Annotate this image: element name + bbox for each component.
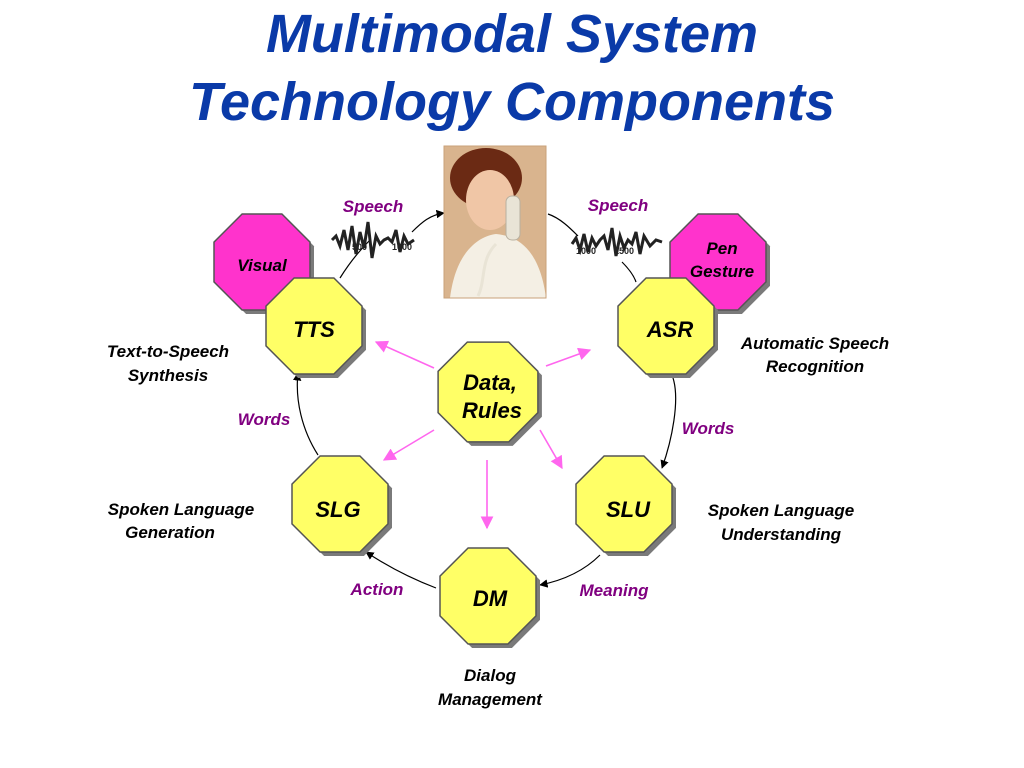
desc-dm-line1: Dialog <box>464 666 517 685</box>
arrow-dm-to-slg <box>365 551 437 589</box>
node-data-label-line1: Data, <box>463 370 517 395</box>
data-arrow-tts <box>374 340 435 369</box>
arrow-slg-to-tts <box>292 372 319 456</box>
arrow-tts-to-speech <box>339 239 371 279</box>
title-line-2: Technology Components <box>189 72 835 132</box>
node-asr-label: ASR <box>646 317 694 342</box>
arrow-speech-to-asr <box>621 261 637 283</box>
waveform-tick: 1000 <box>392 242 412 252</box>
node-slu-octagon <box>575 455 676 556</box>
desc-asr-line1: Automatic Speech <box>740 334 889 353</box>
flow-label-words-left: Words <box>238 410 291 429</box>
arrow-phone-to-speech <box>547 213 579 237</box>
title-line-1: Multimodal System <box>265 4 759 64</box>
desc-slg-line1: Spoken Language <box>108 500 254 519</box>
desc-slu-line2: Understanding <box>721 525 842 544</box>
flow-label-speech-right: Speech <box>588 196 648 215</box>
node-pen-label-line2: Gesture <box>690 262 754 281</box>
node-slu-label: SLU <box>606 497 651 522</box>
data-arrow-asr <box>545 347 592 367</box>
node-pen-label-line1: Pen <box>706 239 737 258</box>
desc-dm-line2: Management <box>438 690 543 709</box>
node-tts-octagon <box>265 277 366 378</box>
flow-label-speech-left: Speech <box>343 197 403 216</box>
arrow-speech-to-phone <box>411 209 445 233</box>
node-visual-label: Visual <box>237 256 288 275</box>
desc-asr-line2: Recognition <box>766 357 864 376</box>
data-arrow-slg <box>382 429 435 461</box>
desc-tts-line2: Synthesis <box>128 366 208 385</box>
node-dm-label: DM <box>473 586 508 611</box>
desc-tts-line1: Text-to-Speech <box>107 342 229 361</box>
node-slg-octagon <box>291 455 392 556</box>
node-dm-octagon <box>439 547 540 648</box>
waveform-left: 500 1000 <box>330 221 415 259</box>
node-asr-octagon <box>617 277 718 378</box>
flow-label-action: Action <box>350 580 404 599</box>
node-tts-label: TTS <box>293 317 335 342</box>
waveform-tick: 1500 <box>614 246 634 256</box>
waveform-tick: 500 <box>352 242 367 252</box>
node-data-octagon <box>437 341 542 446</box>
flow-label-words-right: Words <box>682 419 735 438</box>
desc-slu-line1: Spoken Language <box>708 501 854 520</box>
waveform-right: 1000 1500 <box>570 227 663 257</box>
arrow-slu-to-dm <box>539 554 601 588</box>
node-data-label-line2: Rules <box>462 398 522 423</box>
data-arrow-slu <box>539 429 563 470</box>
waveform-tick: 1000 <box>576 246 596 256</box>
node-slg-label: SLG <box>315 497 360 522</box>
desc-slg-line2: Generation <box>125 523 215 542</box>
flow-label-meaning: Meaning <box>580 581 650 600</box>
woman-on-phone-photo <box>443 145 547 299</box>
arrow-asr-to-slu <box>660 377 677 469</box>
